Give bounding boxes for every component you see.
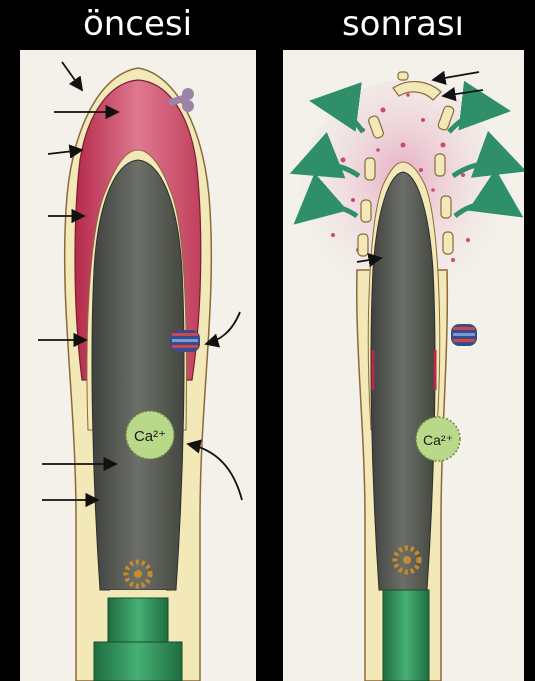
ca-label-before: Ca²⁺ xyxy=(134,428,166,445)
ca-channel-icon xyxy=(451,324,477,346)
panel-before-acrosome-reaction: Ca²⁺ xyxy=(20,50,256,681)
sperm-head-after-diagram: Ca²⁺ xyxy=(283,50,524,681)
ca-channel-icon xyxy=(170,330,200,352)
sperm-head-before-diagram: Ca²⁺ xyxy=(20,50,256,681)
title-before: öncesi xyxy=(20,0,255,48)
nucleus xyxy=(92,160,184,590)
ca-label-after: Ca²⁺ xyxy=(423,432,453,448)
calcium-ion-before: Ca²⁺ xyxy=(126,411,174,459)
calcium-ion-after: Ca²⁺ xyxy=(416,417,460,461)
flagellum-sheath xyxy=(94,642,182,681)
title-after: sonrası xyxy=(283,0,523,48)
flagellum xyxy=(383,590,429,681)
nucleus xyxy=(371,172,435,590)
panel-after-acrosome-reaction: Ca²⁺ xyxy=(283,50,524,681)
